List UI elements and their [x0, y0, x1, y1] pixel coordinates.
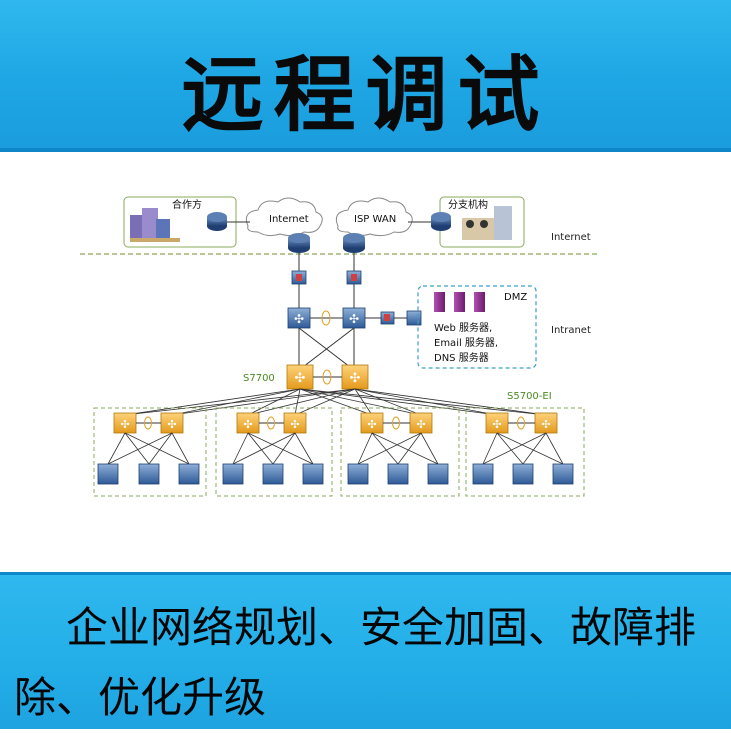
- svg-text:✣: ✣: [367, 418, 376, 431]
- edge-switch-icon: [97, 463, 119, 485]
- caption-banner: 企业网络规划、安全加固、故障排除、优化升级: [0, 572, 731, 729]
- svg-text:✣: ✣: [294, 312, 304, 326]
- network-topology-diagram: Internet Intranet 合作方 分支机构 Internet ISP …: [80, 196, 600, 497]
- edge-switch-icon: [347, 463, 369, 485]
- edge-switch-icon: [138, 463, 160, 485]
- svg-text:✣: ✣: [243, 418, 252, 431]
- branch-label: 分支机构: [448, 198, 488, 211]
- svg-text:✣: ✣: [492, 418, 501, 431]
- svg-text:✣: ✣: [290, 418, 299, 431]
- edge-switch-icon: [552, 463, 574, 485]
- service-caption: 企业网络规划、安全加固、故障排除、优化升级: [14, 603, 697, 722]
- edge-switch-icon: [472, 463, 494, 485]
- dmz-service-web: Web 服务器,: [434, 321, 492, 334]
- dmz-zone-box: [417, 285, 537, 369]
- dmz-service-email: Email 服务器,: [434, 336, 498, 349]
- access-group-2: ✣ ✣: [215, 407, 333, 497]
- svg-text:✣: ✣: [350, 371, 361, 386]
- svg-text:✣: ✣: [295, 371, 306, 386]
- core-switch-left-icon: [286, 364, 314, 390]
- internet-cloud-icon: [245, 197, 323, 237]
- edge-switch-icon: [512, 463, 534, 485]
- branch-router-icon: [431, 212, 451, 231]
- svg-text:✣: ✣: [349, 312, 359, 326]
- partner-label: 合作方: [172, 198, 202, 211]
- branch-office-icon: [462, 206, 512, 240]
- isp-wan-cloud-label: ISP WAN: [354, 214, 396, 225]
- svg-text:✣: ✣: [416, 418, 425, 431]
- svg-text:✣: ✣: [120, 418, 129, 431]
- svg-text:✣: ✣: [541, 418, 550, 431]
- edge-router-left-icon: [288, 233, 310, 253]
- access-switch-label: S5700-EI: [507, 391, 552, 402]
- core-access-links: [124, 388, 547, 416]
- zone-label-internet: Internet: [551, 232, 591, 243]
- zone-label-intranet: Intranet: [551, 325, 591, 336]
- dmz-label: DMZ: [504, 292, 527, 303]
- dmz-service-dns: DNS 服务器: [434, 351, 489, 364]
- edge-switch-icon: [262, 463, 284, 485]
- access-group-3: ✣ ✣: [340, 407, 460, 497]
- access-group-4: ✣ ✣: [465, 407, 585, 497]
- edge-switch-icon: [427, 463, 449, 485]
- core-switch-right-icon: [341, 364, 369, 390]
- page-title: 远程调试: [181, 48, 550, 143]
- svg-text:✣: ✣: [167, 418, 176, 431]
- edge-switch-icon: [302, 463, 324, 485]
- edge-switch-icon: [387, 463, 409, 485]
- edge-switch-icon: [178, 463, 200, 485]
- title-banner: 远程调试: [0, 0, 731, 152]
- access-group-1: ✣ ✣: [93, 407, 207, 497]
- core-switch-label: S7700: [243, 373, 275, 384]
- dmz-servers-icon: [434, 292, 485, 312]
- internet-cloud-label: Internet: [269, 214, 309, 225]
- partner-router-icon: [207, 212, 227, 231]
- edge-router-right-icon: [343, 233, 365, 253]
- partner-building-icon: [130, 208, 180, 242]
- edge-switch-icon: [222, 463, 244, 485]
- dmz-switch-icon: [406, 310, 422, 326]
